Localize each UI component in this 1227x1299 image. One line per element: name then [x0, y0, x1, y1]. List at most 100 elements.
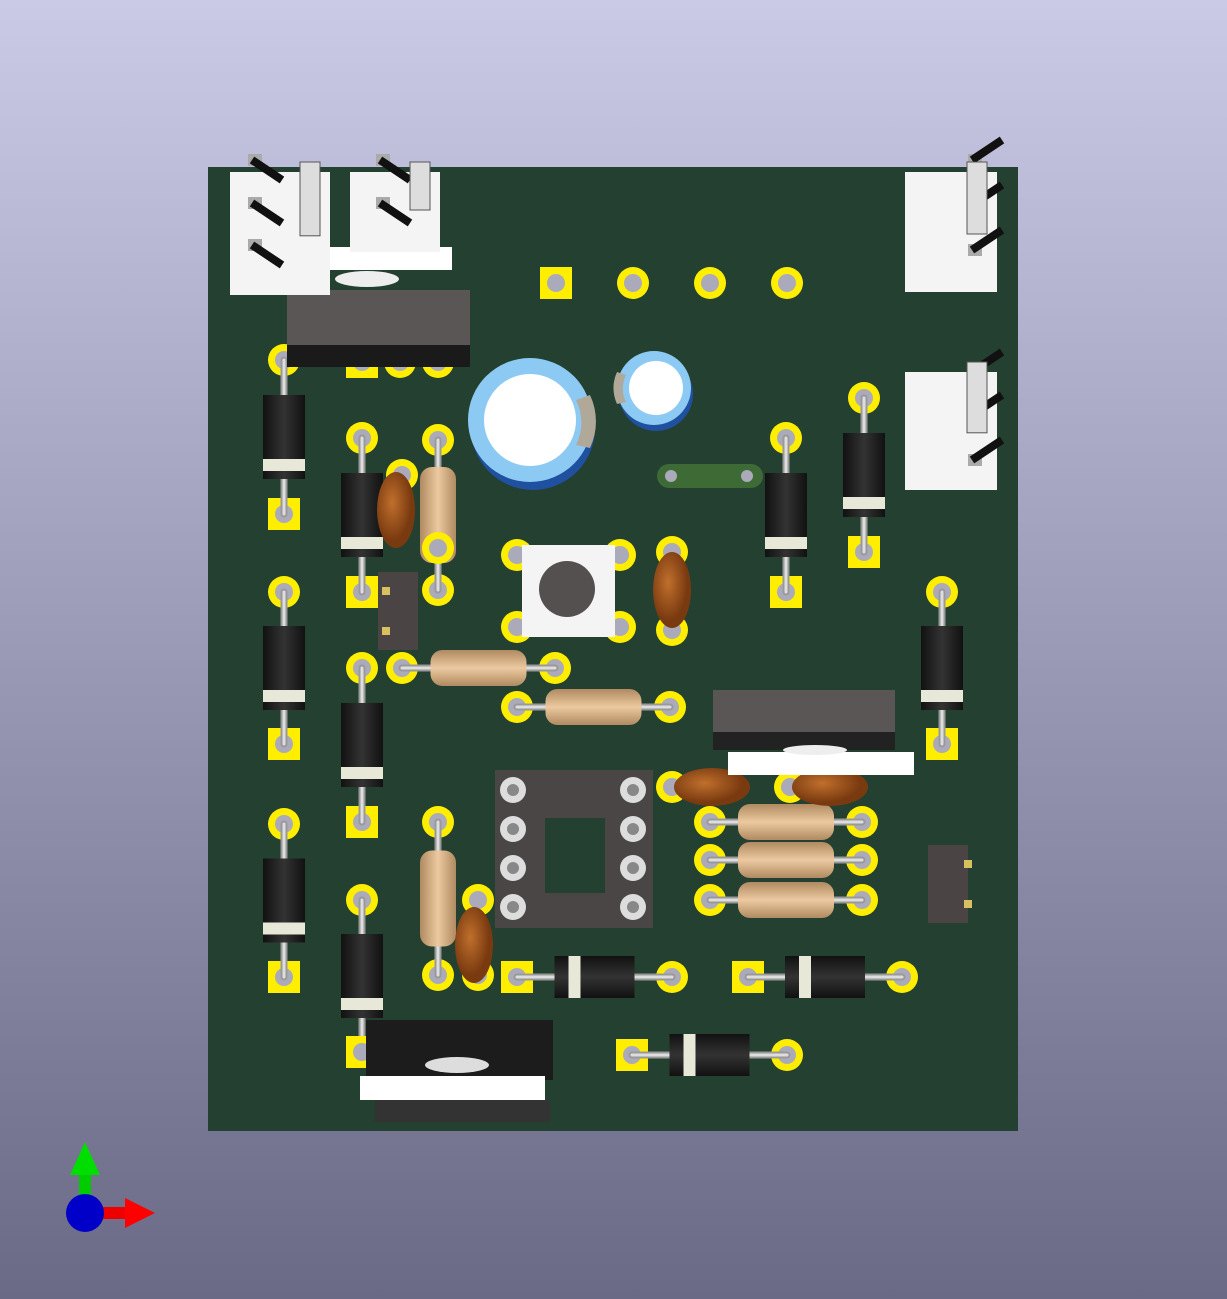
pin-shadow: [969, 226, 1005, 254]
drill-hole: [611, 546, 629, 564]
resistor[interactable]: [694, 882, 878, 918]
diode[interactable]: [843, 382, 885, 568]
drill-hole: [611, 618, 629, 636]
pin-header-connector[interactable]: [350, 154, 440, 252]
polarity-stripe: [576, 395, 596, 448]
drill-hole: [469, 891, 487, 909]
resistor[interactable]: [694, 842, 878, 878]
regulator-edge: [287, 345, 470, 367]
drill-hole: [429, 539, 447, 557]
resistor-body: [738, 804, 834, 840]
cathode-band: [568, 956, 581, 998]
socket-pin-hole: [507, 901, 519, 913]
capacitor-body: [377, 472, 415, 548]
push-button[interactable]: [501, 539, 636, 643]
cathode-band: [341, 767, 383, 779]
resistor-body: [545, 689, 642, 725]
resistor[interactable]: [694, 804, 878, 840]
jumper-body: [928, 845, 968, 923]
button-actuator: [539, 561, 595, 617]
regulator-edge: [713, 732, 895, 750]
drill-hole: [508, 546, 526, 564]
pin-shadow: [377, 156, 413, 184]
x-axis-arrowhead: [125, 1198, 155, 1228]
capacitor-top: [484, 374, 576, 466]
capacitor-body: [653, 552, 691, 628]
mounting-hole: [335, 271, 399, 287]
capacitor-body: [455, 907, 493, 983]
diode-body: [785, 956, 865, 998]
socket-pin-hole: [627, 823, 639, 835]
ceramic-capacitor[interactable]: [656, 768, 750, 806]
jumper-pin: [964, 900, 972, 908]
ic-socket[interactable]: [495, 770, 653, 928]
voltage-regulator[interactable]: [346, 1020, 553, 1122]
copper-trace: [657, 464, 763, 488]
ceramic-capacitor[interactable]: [653, 536, 691, 646]
pin-header-connector[interactable]: [905, 348, 1005, 490]
electrolytic-capacitor[interactable]: [613, 351, 693, 431]
pin-shadow: [249, 199, 285, 227]
resistor[interactable]: [386, 650, 571, 686]
voltage-regulator[interactable]: [268, 247, 470, 378]
cathode-band: [843, 497, 885, 509]
y-axis-arrowhead: [70, 1142, 100, 1175]
drill-hole: [741, 470, 753, 482]
diode-body: [669, 1034, 750, 1076]
mounting-hole: [425, 1057, 489, 1073]
ceramic-capacitor[interactable]: [774, 768, 868, 806]
pin-header-connector[interactable]: [905, 136, 1005, 292]
diode[interactable]: [765, 422, 807, 608]
socket-pin-hole: [507, 823, 519, 835]
polarity-stripe: [613, 372, 626, 404]
pin-header-connector[interactable]: [230, 154, 330, 295]
connector-wall: [299, 161, 321, 237]
diode[interactable]: [921, 576, 963, 760]
cathode-band: [263, 459, 305, 471]
regulator-edge: [375, 1100, 550, 1122]
diode[interactable]: [263, 576, 305, 760]
connector-wall: [966, 161, 988, 235]
cathode-band: [921, 690, 963, 702]
diode[interactable]: [616, 1034, 803, 1076]
diode[interactable]: [341, 422, 383, 608]
drill-hole: [701, 274, 719, 292]
capacitor-body: [792, 768, 868, 806]
jumper-header[interactable]: [928, 845, 972, 923]
diode[interactable]: [341, 652, 383, 838]
diode[interactable]: [501, 956, 688, 998]
resistor-body: [420, 850, 456, 947]
resistor[interactable]: [420, 806, 456, 991]
resistor-body: [738, 882, 834, 918]
jumper-pin: [382, 627, 390, 635]
capacitor-body: [674, 768, 750, 806]
z-axis-sphere: [66, 1194, 104, 1232]
cathode-band: [765, 537, 807, 549]
electrolytic-capacitor[interactable]: [468, 358, 596, 490]
cathode-band: [799, 956, 811, 998]
diode[interactable]: [263, 808, 305, 993]
drill-hole: [547, 274, 565, 292]
heatsink-tab: [360, 1076, 545, 1100]
pin-shadow: [377, 199, 413, 227]
voltage-regulator[interactable]: [713, 690, 914, 775]
connector-wall: [409, 161, 431, 211]
mounting-hole: [783, 745, 847, 755]
ceramic-capacitor[interactable]: [377, 459, 454, 564]
ceramic-capacitor[interactable]: [455, 884, 494, 991]
cathode-band: [341, 537, 383, 549]
socket-pin-hole: [627, 862, 639, 874]
resistor-body: [430, 650, 527, 686]
drill-hole: [665, 470, 677, 482]
heatsink-tab: [728, 752, 914, 775]
diode[interactable]: [732, 956, 918, 998]
jumper-pin: [964, 860, 972, 868]
jumper-header[interactable]: [378, 572, 418, 650]
cathode-band: [263, 922, 305, 935]
capacitor-top: [629, 361, 683, 415]
socket-pin-hole: [507, 784, 519, 796]
resistor[interactable]: [501, 689, 686, 725]
jumper-body: [378, 572, 418, 650]
drill-hole: [508, 618, 526, 636]
